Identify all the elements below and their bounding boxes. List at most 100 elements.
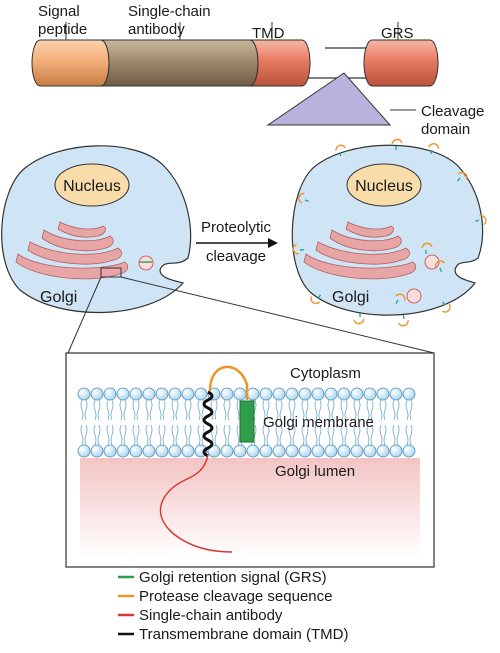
lipid-tail <box>305 399 309 421</box>
lipid-tail <box>149 399 153 421</box>
cleaved-antibody <box>421 242 433 254</box>
lipid-tail <box>379 424 383 446</box>
lipid-head <box>155 444 169 458</box>
lipid-tail <box>366 424 370 446</box>
cleaved-antibodies <box>292 138 487 327</box>
lipid-tail <box>223 399 227 421</box>
golgi-after-label: Golgi <box>332 289 369 306</box>
lipid-tail <box>288 424 292 446</box>
protease-cleavage-loop <box>208 365 249 400</box>
lipid-tail <box>370 424 374 446</box>
lipid-tail <box>331 424 335 446</box>
lipid-head <box>103 444 117 458</box>
cleaved-antibody <box>441 301 451 313</box>
lipid-tail <box>184 399 188 421</box>
lipid-tail <box>275 424 279 446</box>
lipid-tail <box>106 424 110 446</box>
lipid-head <box>129 444 143 458</box>
tmd-segment <box>249 39 311 87</box>
cleaved-antibody <box>391 138 403 150</box>
lipid-tail <box>409 424 413 446</box>
cleaved-antibody <box>398 314 409 327</box>
lipid-tail <box>158 399 162 421</box>
lipid-head <box>402 444 416 458</box>
lipid-tail <box>292 399 296 421</box>
lipid-tail <box>80 399 84 421</box>
lipid-head <box>389 444 403 458</box>
lipid-tail <box>236 424 240 446</box>
membrane-inset: Cytoplasm Golgi membrane Golgi lumen <box>65 352 435 568</box>
grs-label: GRS <box>381 25 414 42</box>
golgi-stack <box>15 221 129 280</box>
lipid-tail <box>84 424 88 446</box>
golgi-stack-after <box>303 221 417 280</box>
lipid-tail <box>149 424 153 446</box>
lipid-head <box>246 444 260 458</box>
legend-label: Transmembrane domain (TMD) <box>139 626 349 643</box>
lipid-tail <box>171 399 175 421</box>
lipid-tail <box>84 399 88 421</box>
lipid-tail <box>379 399 383 421</box>
lipid-head <box>103 387 117 401</box>
lipid-head <box>311 387 325 401</box>
lipid-tail <box>327 424 331 446</box>
lipid-tail <box>80 424 84 446</box>
lipid-tail <box>162 399 166 421</box>
lipid-head <box>363 387 377 401</box>
lipid-tail <box>383 399 387 421</box>
lipid-tail <box>331 399 335 421</box>
lipid-head <box>272 444 286 458</box>
lipid-tail <box>370 399 374 421</box>
lipid-tail <box>318 424 322 446</box>
lipid-tail <box>136 424 140 446</box>
vesicle-after-2 <box>406 288 422 304</box>
antibody-segment <box>100 39 259 87</box>
lipid-head <box>272 387 286 401</box>
cleaved-antibody <box>434 260 446 272</box>
lipid-tail <box>132 424 136 446</box>
antibody-in-lumen <box>159 454 233 553</box>
golgi-lumen-label: Golgi lumen <box>275 463 355 480</box>
lipid-head <box>350 444 364 458</box>
lipid-head <box>220 444 234 458</box>
lipid-tail <box>110 399 114 421</box>
lipid-tail <box>344 424 348 446</box>
lipid-tail <box>357 424 361 446</box>
lipid-head <box>324 387 338 401</box>
lipid-head <box>181 387 195 401</box>
lipid-tail <box>340 399 344 421</box>
lipid-tail <box>119 424 123 446</box>
lipid-head <box>324 444 338 458</box>
cell-after: Nucleus Golgi <box>291 138 487 327</box>
lumen-gradient <box>80 458 420 558</box>
lipid-head <box>233 387 247 401</box>
lipid-tail <box>136 399 140 421</box>
lipid-tail <box>93 424 97 446</box>
lipid-tail <box>301 424 305 446</box>
lipid-tail <box>106 399 110 421</box>
lipid-tail <box>392 424 396 446</box>
lipid-head <box>142 387 156 401</box>
cleaved-antibody <box>428 143 440 155</box>
lipid-tail <box>236 399 240 421</box>
lipid-tail <box>266 399 270 421</box>
lipid-head <box>90 444 104 458</box>
cleaved-antibody <box>310 294 322 305</box>
legend-label: Protease cleavage sequence <box>139 588 332 605</box>
lipid-tail <box>392 399 396 421</box>
lipid-tail <box>279 424 283 446</box>
arrow-label-line1: Proteolytic <box>201 219 272 236</box>
golgi-membrane-label: Golgi membrane <box>263 414 374 431</box>
lipid-tail <box>405 399 409 421</box>
arrow-label-line2: cleavage <box>206 248 266 265</box>
lipid-head <box>155 387 169 401</box>
nucleus-after-label: Nucleus <box>355 178 413 195</box>
lipid-tail <box>275 399 279 421</box>
lipid-tail <box>162 424 166 446</box>
golgi-label: Golgi <box>40 289 77 306</box>
lipid-tail <box>396 399 400 421</box>
cytoplasm-label: Cytoplasm <box>290 365 361 382</box>
lipid-tail <box>145 424 149 446</box>
legend-label: Single-chain antibody <box>139 607 283 624</box>
